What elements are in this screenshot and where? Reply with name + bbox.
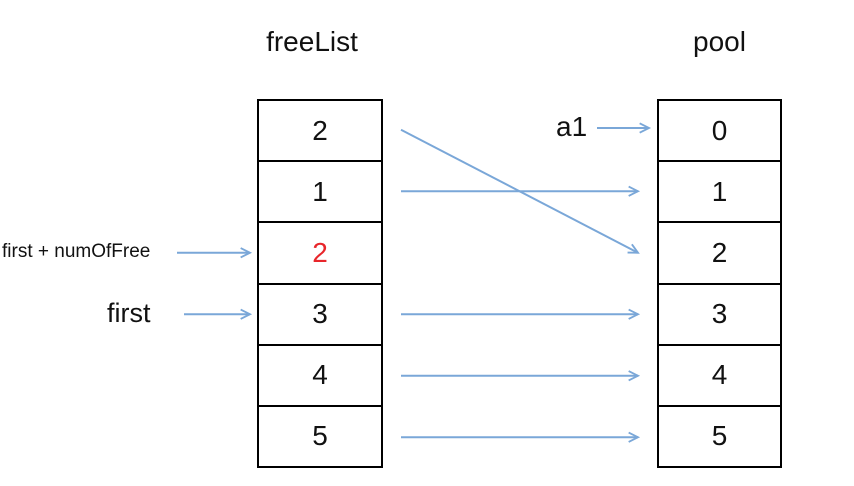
freelist-cell-0: 2	[259, 101, 381, 163]
freelist-cell-3: 3	[259, 285, 381, 346]
pool-cell-3: 3	[659, 285, 780, 346]
label-a1: a1	[556, 111, 588, 142]
label-first: first	[107, 298, 151, 328]
pool-cell-4: 4	[659, 346, 780, 407]
pool-cell-0: 0	[659, 101, 780, 163]
pool-cell-2: 2	[659, 223, 780, 285]
freelist-cell-2: 2	[259, 223, 381, 285]
freelist-title: freeList	[266, 26, 358, 57]
label-first-plus-numoffree: first + numOfFree	[2, 241, 151, 262]
freelist-cell-4: 4	[259, 346, 381, 407]
pool-cell-5: 5	[711, 420, 728, 452]
pool-cell-1: 1	[659, 162, 780, 224]
freelist-cell-1: 1	[259, 162, 381, 224]
pool-title: pool	[693, 26, 746, 57]
freelist-cell-5: 5	[312, 420, 328, 452]
connection-arrow-0-to-2	[400, 128, 640, 254]
